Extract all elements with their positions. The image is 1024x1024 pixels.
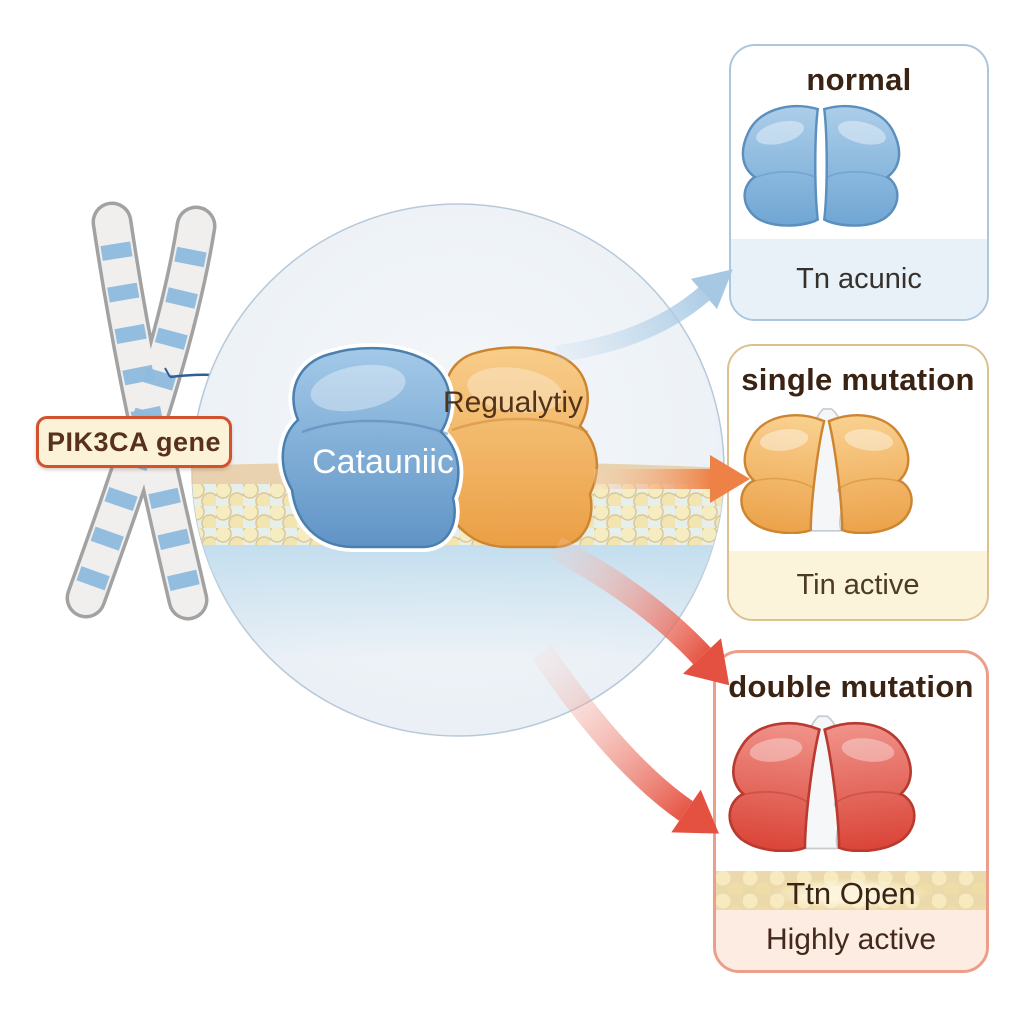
panel-normal-title: normal — [806, 62, 912, 97]
panel-single-mutation-status-strip: Tin active — [729, 551, 987, 619]
panel-double-mutation-title: double mutation — [728, 669, 974, 704]
panel-double-mutation: double mutation Ttn Open Highly — [713, 650, 989, 973]
gene-label-text: PIK3CA gene — [46, 426, 222, 457]
protein-normal-icon — [741, 105, 901, 227]
panel-normal: normal Tn acunic — [729, 44, 989, 321]
panel-double-membrane: Ttn Open — [716, 871, 986, 917]
regulatory-subunit-label: Regualytiy — [443, 386, 583, 419]
panel-double-membrane-label: Ttn Open — [786, 876, 916, 911]
panel-double-mutation-status: Highly active — [765, 923, 937, 956]
panel-single-mutation: single mutation Tin active — [727, 344, 989, 621]
panel-double-mutation-status-strip: Highly active — [716, 910, 986, 970]
catalytic-subunit-label: Catauniic — [312, 443, 454, 481]
panel-normal-status: Tn acunic — [796, 262, 922, 295]
protein-double-mutation-icon — [728, 715, 916, 852]
panel-single-mutation-status: Tin active — [796, 568, 920, 601]
panel-single-mutation-title: single mutation — [741, 362, 975, 397]
catalytic-subunit — [281, 346, 460, 549]
protein-single-mutation-icon — [740, 408, 913, 534]
chromosome-icon — [65, 201, 217, 621]
protein-complex: Catauniic Regualytiy — [277, 343, 598, 552]
panel-normal-status-strip: Tn acunic — [731, 239, 987, 319]
gene-label: PIK3CA gene — [36, 416, 232, 468]
